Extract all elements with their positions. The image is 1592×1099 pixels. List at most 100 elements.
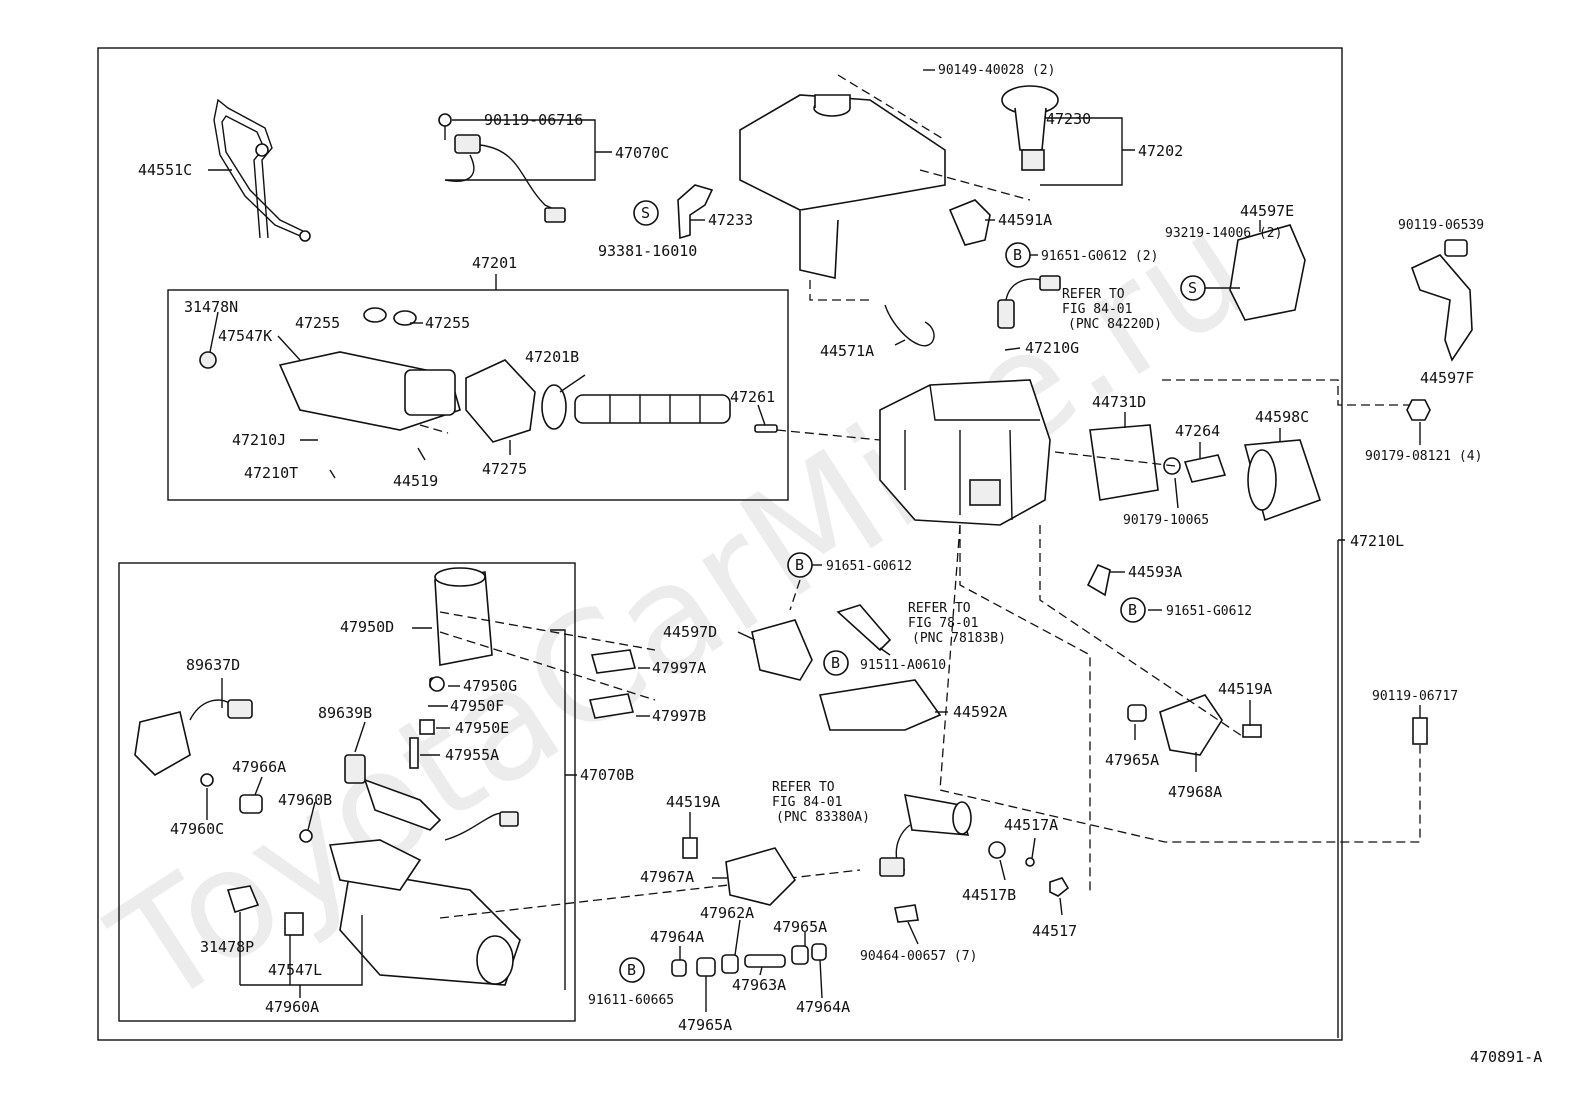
leader-lines	[206, 69, 1421, 1038]
marker-b-3: B	[1120, 597, 1146, 623]
label-89637d: 89637D	[186, 656, 240, 674]
dash-route-4	[1162, 379, 1410, 406]
svg-text:B: B	[1128, 601, 1137, 619]
label-47547k: 47547K	[218, 327, 272, 345]
label-47965a-a: 47965A	[773, 918, 827, 936]
cover-44598c	[1243, 439, 1322, 522]
label-47950f: 47950F	[450, 697, 504, 715]
cap-47230	[1001, 85, 1059, 171]
label-refer-3-b: FIG 84-01	[772, 795, 842, 810]
hose-44571a	[884, 304, 935, 347]
bushing-2	[696, 957, 716, 977]
label-31478n: 31478N	[184, 298, 238, 316]
label-90119-06717: 90119-06717	[1372, 689, 1458, 704]
svg-text:B: B	[831, 654, 840, 672]
label-44592a: 44592A	[953, 703, 1007, 721]
bushing-4	[791, 945, 809, 965]
label-47275: 47275	[482, 460, 527, 478]
label-44593a: 44593A	[1128, 563, 1182, 581]
label-89639b: 89639B	[318, 704, 372, 722]
label-47210j: 47210J	[232, 431, 286, 449]
master-cylinder	[199, 307, 881, 443]
bushing-5	[811, 943, 827, 961]
label-90149-40028: 90149-40028 (2)	[938, 63, 1055, 78]
cushion-47965a	[1127, 704, 1147, 722]
marker-b-1: B	[1005, 242, 1031, 268]
spring-47950e	[419, 719, 435, 735]
label-90179-08121: 90179-08121 (4)	[1365, 449, 1482, 464]
label-91511-a0610: 91511-A0610	[860, 658, 946, 673]
label-47202: 47202	[1138, 142, 1183, 160]
label-47966a: 47966A	[232, 758, 286, 776]
label-91651-g0612-2: 91651-G0612 (2)	[1041, 249, 1158, 264]
label-47201b: 47201B	[525, 348, 579, 366]
label-44598c: 44598C	[1255, 408, 1309, 426]
label-47261: 47261	[730, 388, 775, 406]
label-31478p: 31478P	[200, 938, 254, 956]
label-44519a-left: 44519A	[666, 793, 720, 811]
label-47964a-b: 47964A	[796, 998, 850, 1016]
ring-44517a	[1025, 857, 1035, 867]
label-44731d: 44731D	[1092, 393, 1146, 411]
label-47965a-right: 47965A	[1105, 751, 1159, 769]
label-47255-b: 47255	[425, 314, 470, 332]
label-refer-1-c: (PNC 84220D)	[1068, 317, 1162, 332]
label-47997b: 47997B	[652, 707, 706, 725]
bushing-1	[671, 959, 687, 977]
gasket-44731d	[1089, 424, 1159, 501]
dash-route-7	[789, 579, 801, 611]
marker-b-4: B	[823, 650, 849, 676]
label-47255-a: 47255	[295, 314, 340, 332]
clamp-47997a	[590, 649, 637, 674]
label-47960a: 47960A	[265, 998, 319, 1016]
label-47264: 47264	[1175, 422, 1220, 440]
bracket-47233	[677, 184, 714, 240]
svg-text:S: S	[1188, 279, 1197, 297]
label-44597e: 44597E	[1240, 202, 1294, 220]
marker-s-2: S	[1180, 275, 1206, 301]
label-90119-06539: 90119-06539	[1398, 218, 1484, 233]
bolt-90119-06539	[1444, 239, 1468, 257]
label-44519: 44519	[393, 472, 438, 490]
label-47070b: 47070B	[580, 766, 634, 784]
ring-44517b	[988, 841, 1006, 859]
label-44597d: 44597D	[663, 623, 717, 641]
bracket-47968a	[1159, 694, 1223, 756]
actuator-block	[879, 379, 1051, 526]
dash-route-3	[939, 524, 1421, 843]
nut-90179-08121	[1406, 399, 1431, 421]
label-44597f: 44597F	[1420, 369, 1474, 387]
label-47967a: 47967A	[640, 868, 694, 886]
harness-47070c	[438, 113, 566, 223]
label-47210l: 47210L	[1350, 532, 1404, 550]
label-47950d: 47950D	[340, 618, 394, 636]
label-90119-06716: 90119-06716	[484, 111, 583, 129]
label-93219-14006: 93219-14006 (2)	[1165, 226, 1282, 241]
label-90464-00657: 90464-00657 (7)	[860, 949, 977, 964]
bolt-47955a	[409, 737, 419, 769]
pressure-switch	[997, 275, 1061, 329]
label-91611-60665: 91611-60665	[588, 993, 674, 1008]
label-47233: 47233	[708, 211, 753, 229]
part-labels: 44551C 90119-06716 47070C 47233 93381-16…	[138, 63, 1484, 1034]
label-44517: 44517	[1032, 922, 1077, 940]
svg-text:B: B	[795, 556, 804, 574]
bracket-44591a	[948, 199, 991, 246]
label-47963a: 47963A	[732, 976, 786, 994]
label-47962a: 47962A	[700, 904, 754, 922]
label-93381-16010: 93381-16010	[598, 242, 697, 260]
label-90179-10065: 90179-10065	[1123, 513, 1209, 528]
label-47201: 47201	[472, 254, 517, 272]
label-47950e: 47950E	[455, 719, 509, 737]
label-44571a: 44571A	[820, 342, 874, 360]
bolt-44519a-left	[682, 837, 698, 859]
label-47955a: 47955A	[445, 746, 499, 764]
dash-route-5	[809, 280, 870, 301]
diagram-code: 470891-A	[1470, 1048, 1542, 1066]
frame-47070b	[118, 562, 576, 1022]
clip-90464	[894, 904, 919, 923]
svg-text:S: S	[641, 204, 650, 222]
label-47950g: 47950G	[463, 677, 517, 695]
label-44517a: 44517A	[1004, 816, 1058, 834]
label-47210t: 47210T	[244, 464, 298, 482]
